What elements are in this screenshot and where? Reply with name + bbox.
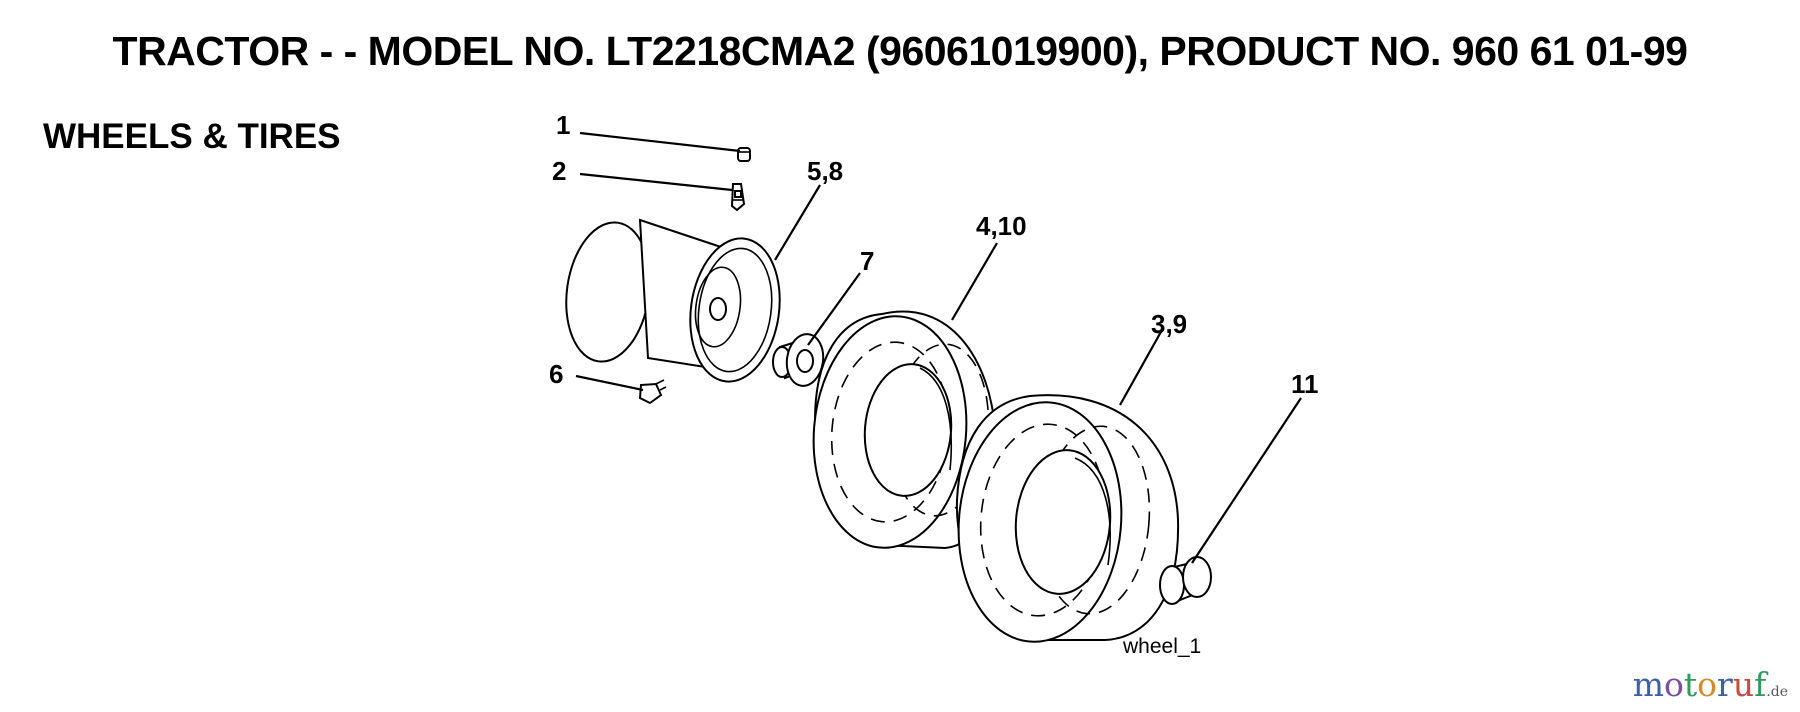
watermark-suffix: .de <box>1766 684 1788 700</box>
bushing-part <box>772 333 825 387</box>
leader-line-1 <box>579 131 741 153</box>
callout-4-10: 4,10 <box>976 211 1027 241</box>
rear-tire-part <box>955 394 1180 643</box>
watermark-letter: f <box>1754 665 1767 704</box>
callout-5-8: 5,8 <box>807 156 843 186</box>
watermark-letter: o <box>1697 665 1718 704</box>
callout-7: 7 <box>860 246 874 276</box>
leader-line-6 <box>575 374 644 392</box>
callout-2: 2 <box>552 156 566 186</box>
motoruf-watermark-logo: motoruf.de <box>1633 665 1788 704</box>
callout-11: 11 <box>1291 369 1319 399</box>
rim-part <box>565 218 781 383</box>
hub-cap-part <box>1159 556 1212 605</box>
leader-line-58 <box>774 184 821 261</box>
watermark-wordmark: motoruf <box>1633 665 1767 704</box>
leader-line-39 <box>1119 329 1163 406</box>
watermark-letter: o <box>1664 665 1684 704</box>
callout-6: 6 <box>549 359 563 389</box>
watermark-letter: m <box>1632 665 1665 704</box>
leader-line-11 <box>1191 397 1302 564</box>
grease-fitting-part <box>638 379 667 405</box>
leader-line-2 <box>579 172 733 192</box>
leader-line-7 <box>807 272 861 346</box>
valve-cap-part <box>737 147 751 162</box>
watermark-letter: u <box>1732 665 1755 704</box>
page-title: TRACTOR - - MODEL NO. LT2218CMA2 (960610… <box>112 28 1688 74</box>
valve-stem-part <box>730 183 746 212</box>
watermark-letter: t <box>1683 665 1698 704</box>
watermark-letter: r <box>1717 665 1733 704</box>
figure-label: wheel_1 <box>1122 635 1201 658</box>
section-title: WHEELS & TIRES <box>43 117 341 156</box>
callout-3-9: 3,9 <box>1151 309 1187 339</box>
callout-1: 1 <box>556 110 570 140</box>
leader-line-410 <box>951 242 998 321</box>
